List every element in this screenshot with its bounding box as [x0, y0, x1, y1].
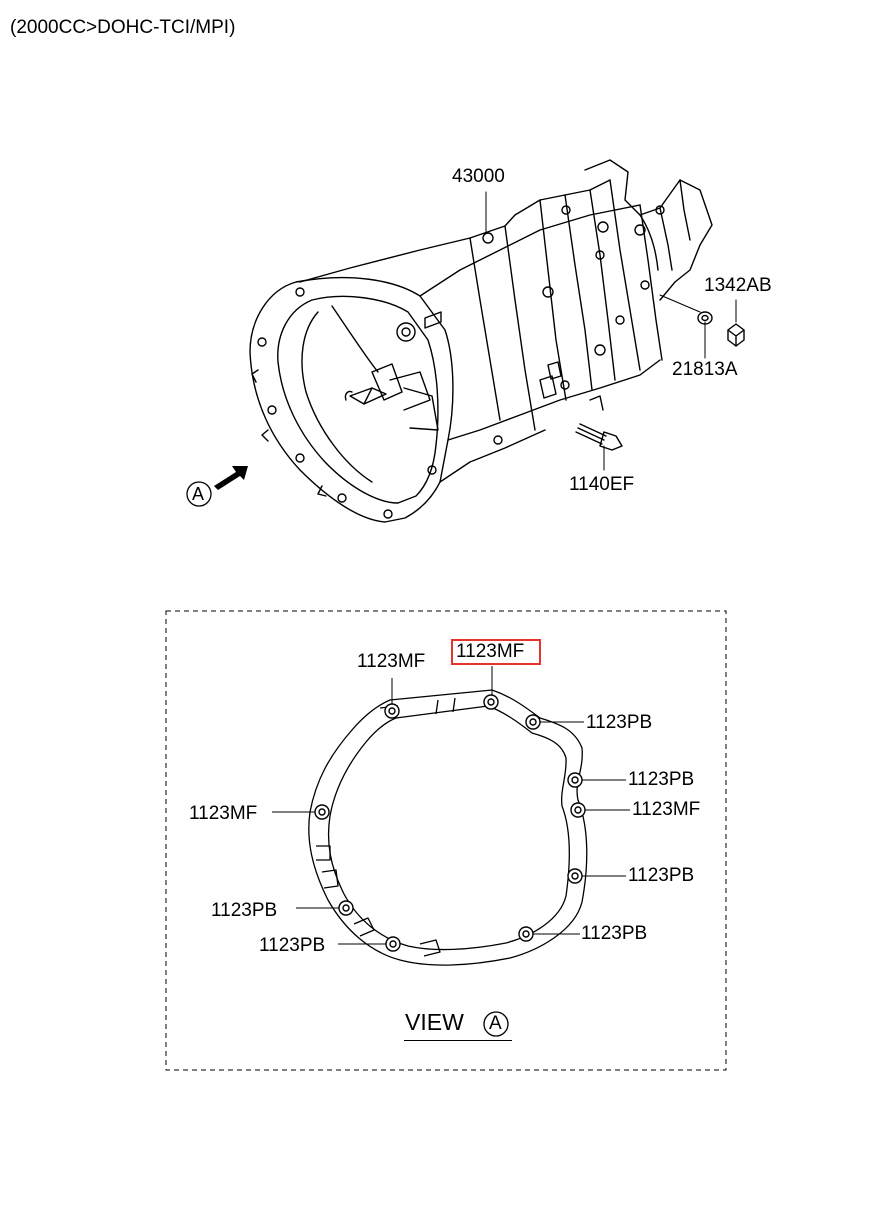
- bolt-1140ef: [575, 423, 623, 451]
- view-arrow-a: [186, 466, 248, 507]
- bolt-label-left-lower[interactable]: 1123PB: [211, 900, 278, 921]
- part-label-21813a: 21813A: [672, 359, 738, 380]
- bolt-label-bottom-right[interactable]: 1123PB: [581, 923, 648, 944]
- bolt-label-left-mf[interactable]: 1123MF: [189, 803, 258, 824]
- bolt-label-right-upper[interactable]: 1123PB: [628, 769, 695, 790]
- washer-21813a: [697, 311, 713, 325]
- gasket-outline: [308, 689, 588, 966]
- view-a-leaders: [272, 666, 630, 945]
- bolt-label-bottom-left[interactable]: 1123PB: [259, 935, 326, 956]
- view-a-letter: A: [489, 1013, 502, 1034]
- diagram-caption: (2000CC>DOHC-TCI/MPI): [10, 17, 236, 38]
- view-a-underline: [404, 1040, 512, 1041]
- bolt-label-top-right[interactable]: 1123PB: [586, 712, 653, 733]
- bolt-label-right-mf[interactable]: 1123MF: [632, 799, 701, 820]
- bolt-label-right-lower[interactable]: 1123PB: [628, 865, 695, 886]
- part-label-43000: 43000: [452, 166, 505, 187]
- view-title-text: VIEW: [405, 1009, 464, 1035]
- top-leaders: [485, 191, 737, 471]
- bolt-label-highlighted[interactable]: 1123MF: [456, 641, 525, 662]
- main-case: [299, 159, 713, 483]
- view-a-letter-circle: [483, 1011, 509, 1037]
- highlight-box: [451, 639, 541, 665]
- view-a-title: VIEW: [405, 1009, 464, 1036]
- bolt-label-top-left[interactable]: 1123MF: [357, 651, 426, 672]
- input-shaft: [344, 363, 439, 431]
- part-label-1140ef: 1140EF: [569, 474, 635, 495]
- view-a-frame: [165, 610, 727, 1071]
- bell-housing: [249, 276, 454, 523]
- nut-1342ab: [727, 323, 745, 347]
- view-arrow-letter: A: [192, 484, 205, 504]
- part-label-1342ab: 1342AB: [704, 275, 772, 296]
- gasket-bolt-holes: [314, 694, 586, 952]
